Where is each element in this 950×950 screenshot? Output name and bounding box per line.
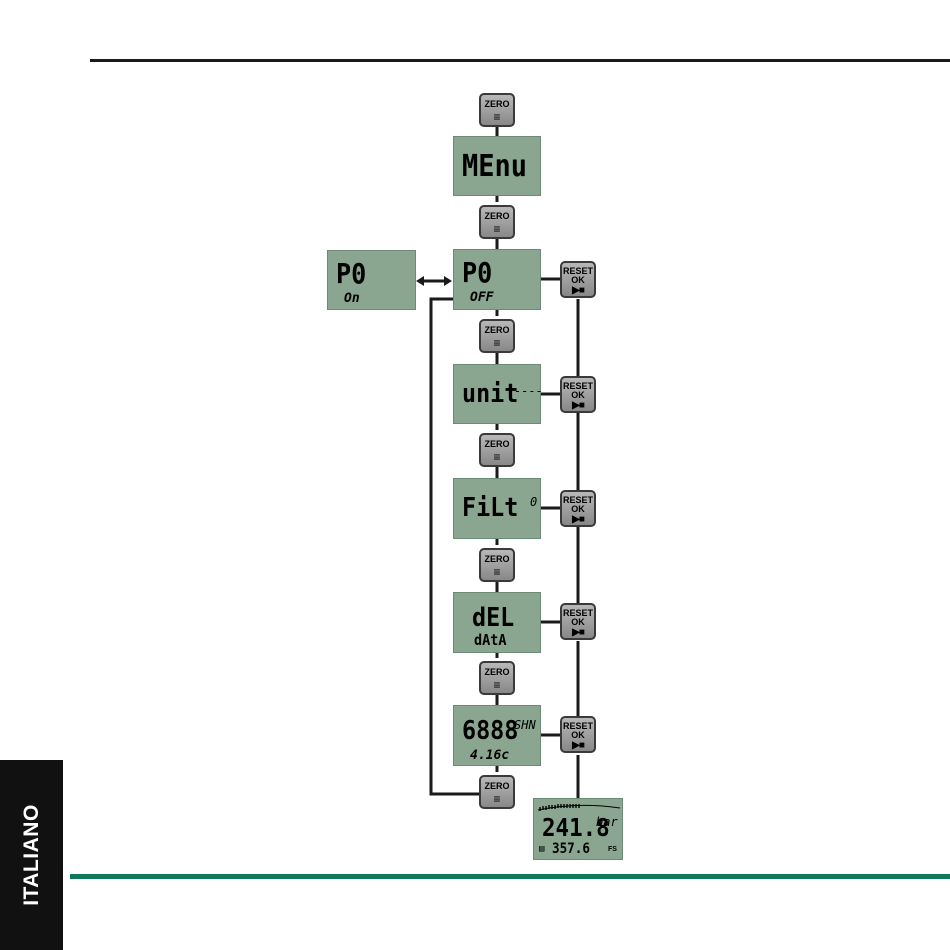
- reset-ok-button-2[interactable]: RESET OK ▶■: [560, 376, 596, 413]
- menu-lines-icon: ≡: [481, 223, 513, 235]
- zero-button-3[interactable]: ZERO ≡: [479, 319, 515, 353]
- zero-button-4[interactable]: ZERO ≡: [479, 433, 515, 467]
- ok-label: OK: [562, 276, 594, 285]
- ok-label: OK: [562, 731, 594, 740]
- lcd-data-text: dAtA: [474, 631, 507, 649]
- menu-lines-icon: ≡: [481, 337, 513, 349]
- lcd-version: 6888 SHN 4.16c: [453, 705, 541, 766]
- zero-label: ZERO: [481, 212, 513, 221]
- reset-ok-button-5[interactable]: RESET OK ▶■: [560, 716, 596, 753]
- play-stop-icon: ▶■: [562, 401, 594, 411]
- zero-button-7[interactable]: ZERO ≡: [479, 775, 515, 809]
- play-stop-icon: ▶■: [562, 628, 594, 638]
- menu-lines-icon: ≡: [481, 566, 513, 578]
- play-stop-icon: ▶■: [562, 515, 594, 525]
- zero-label: ZERO: [481, 668, 513, 677]
- zero-button-2[interactable]: ZERO ≡: [479, 205, 515, 239]
- lcd-del-text: dEL: [472, 603, 514, 633]
- lcd-p0-on: P0 On: [327, 250, 416, 310]
- lcd-unit-text: unit: [462, 379, 518, 409]
- language-tab-label: ITALIANO: [20, 804, 44, 906]
- menu-lines-icon: ≡: [481, 111, 513, 123]
- zero-label: ZERO: [481, 326, 513, 335]
- lcd-main-display: 241.8 bar ▤ 357.6 FS: [533, 798, 623, 860]
- language-tab: ITALIANO: [0, 760, 63, 950]
- bottom-rule: [70, 874, 950, 879]
- ok-label: OK: [562, 391, 594, 400]
- zero-label: ZERO: [481, 100, 513, 109]
- menu-lines-icon: ≡: [481, 451, 513, 463]
- battery-icon: ▤: [539, 844, 544, 854]
- zero-button-5[interactable]: ZERO ≡: [479, 548, 515, 582]
- lcd-p0-on-title: P0: [336, 257, 366, 290]
- zero-label: ZERO: [481, 440, 513, 449]
- lcd-filt-text: FiLt: [462, 493, 518, 523]
- bargraph-scale: [534, 800, 624, 814]
- menu-lines-icon: ≡: [481, 679, 513, 691]
- lcd-del-data: dEL dAtA: [453, 592, 541, 653]
- play-stop-icon: ▶■: [562, 741, 594, 751]
- lcd-main-subvalue: 357.6: [552, 841, 590, 857]
- ok-label: OK: [562, 618, 594, 627]
- lcd-main-unit: bar: [596, 815, 618, 829]
- lcd-main-tag: FS: [608, 846, 617, 853]
- zero-label: ZERO: [481, 555, 513, 564]
- lcd-version-digits: 6888: [462, 716, 518, 746]
- reset-ok-button-1[interactable]: RESET OK ▶■: [560, 261, 596, 298]
- lcd-unit-dashes: ----: [514, 384, 543, 398]
- zero-button-6[interactable]: ZERO ≡: [479, 661, 515, 695]
- lcd-filt: FiLt 0: [453, 478, 541, 539]
- ok-label: OK: [562, 505, 594, 514]
- lcd-unit: unit ----: [453, 364, 541, 424]
- lcd-p0-off-title: P0: [462, 256, 492, 289]
- lcd-p0-on-state: On: [344, 291, 360, 306]
- play-stop-icon: ▶■: [562, 286, 594, 296]
- reset-ok-button-4[interactable]: RESET OK ▶■: [560, 603, 596, 640]
- zero-button-1[interactable]: ZERO ≡: [479, 93, 515, 127]
- lcd-version-suffix: SHN: [514, 718, 536, 732]
- lcd-menu-text: MEnu: [462, 149, 527, 184]
- lcd-menu: MEnu: [453, 136, 541, 196]
- reset-ok-button-3[interactable]: RESET OK ▶■: [560, 490, 596, 527]
- menu-lines-icon: ≡: [481, 793, 513, 805]
- lcd-version-code: 4.16c: [470, 748, 509, 763]
- zero-label: ZERO: [481, 782, 513, 791]
- lcd-p0-off: P0 OFF: [453, 249, 541, 310]
- lcd-filt-value: 0: [530, 495, 537, 509]
- lcd-p0-off-state: OFF: [470, 290, 493, 305]
